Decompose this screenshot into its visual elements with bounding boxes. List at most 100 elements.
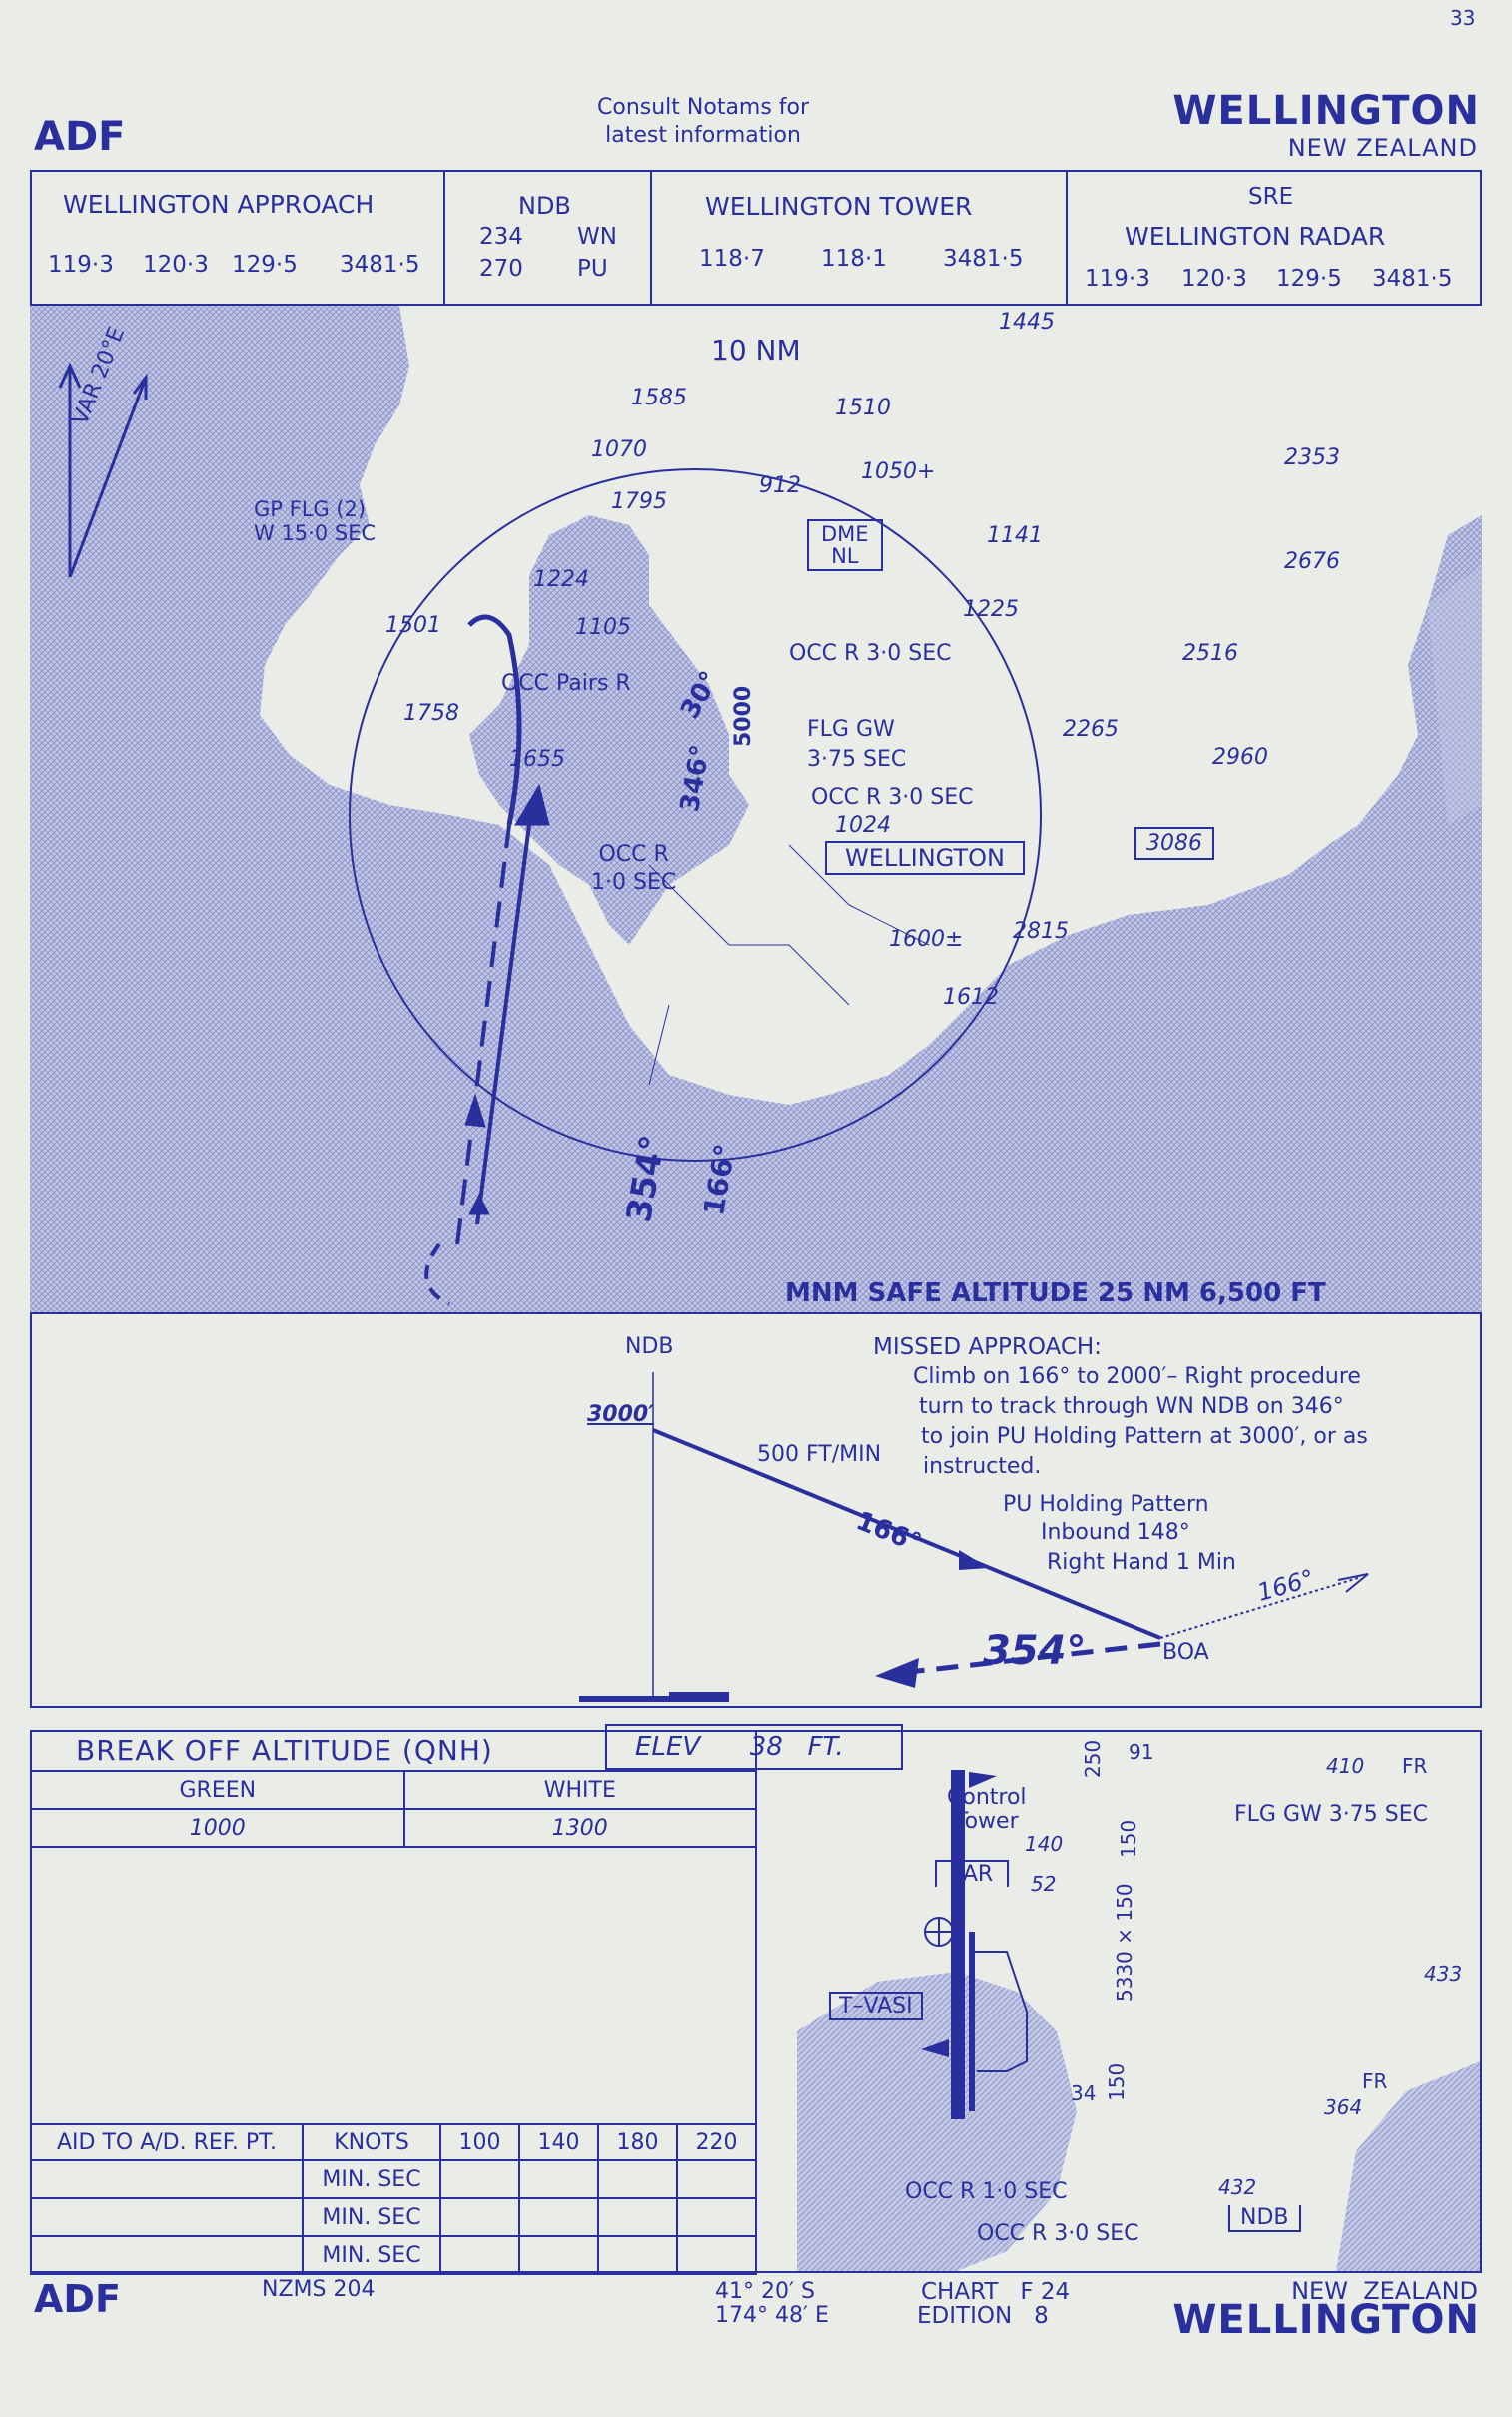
airport-name-top: WELLINGTON [1172,88,1480,134]
page-number: 33 [1450,6,1476,30]
aerodrome-diagram [797,1770,1480,2271]
tower-freq-3: 3481·5 [943,246,1024,272]
profile-ndb-label: NDB [625,1334,674,1359]
fix-boa: BOA [1162,1640,1209,1665]
minima-white-value: 1300 [402,1808,758,1848]
holding-line: Right Hand 1 Min [1047,1550,1236,1575]
flg-gw-light: FLG GW 3·75 SEC [807,717,907,772]
approach-freq-3: 129·5 [232,252,298,278]
radar-freq-4: 3481·5 [1372,266,1453,292]
missed-approach-title: MISSED APPROACH: [873,1334,1102,1360]
timing-row-label: MIN. SEC [302,2197,441,2237]
missed-approach-line: to join PU Holding Pattern at 3000′, or … [921,1424,1368,1449]
ndb-ident-1: WN [577,224,617,250]
spot-height: 2516 [1182,641,1238,666]
fr-height-410: 410 [1326,1754,1365,1778]
taxiway [969,1932,975,2111]
city-roads [648,844,930,1086]
runway [951,1770,965,2119]
timing-cell [597,2235,678,2275]
sea-east [1336,2061,1480,2271]
spot-height: 912 [759,473,801,498]
ndb-title: NDB [518,192,571,220]
longitude: 174° 48′ E [715,2303,829,2328]
approach-freq-2: 120·3 [143,252,209,278]
elevation-box: ELEV 38 FT. [605,1724,903,1770]
freq-divider-3 [1066,170,1068,306]
missed-approach-line: instructed. [923,1454,1042,1479]
spot-height: 1655 [509,747,565,772]
land-north [260,306,1482,1105]
descent-rate: 500 FT/MIN [757,1442,882,1467]
timing-row-label: MIN. SEC [302,2159,441,2199]
notam-notice: Consult Notams for latest information [597,95,810,148]
spot-height: 2676 [1284,549,1340,574]
occ-r3-light-b: OCC R 3·0 SEC [811,785,974,810]
spot-height: 1585 [631,386,687,410]
spot-height-boxed: 3086 [1134,827,1214,860]
ndb-freq-2: 270 [479,256,523,282]
gp-flg-light: GP FLG (2) W 15·0 SEC [254,497,377,545]
latitude: 41° 20′ S [715,2279,815,2304]
map-reference: NZMS 204 [262,2277,376,2302]
timing-table: AID TO A/D. REF. PT. KNOTS 100 140 180 2… [30,2123,757,2275]
spot-height: 1141 [987,523,1043,548]
timing-header-140: 140 [518,2123,599,2161]
tower-title: WELLINGTON TOWER [705,192,973,221]
spot-height: 1224 [533,567,589,592]
timing-empty [30,2235,304,2275]
timing-header-180: 180 [597,2123,678,2161]
par-label: PAR [935,1860,1010,1887]
approach-track [424,614,550,1306]
approach-title: WELLINGTON APPROACH [63,190,375,219]
profile-graphic [579,1372,1369,1702]
tower-freq-1: 118·7 [699,246,765,272]
range-ring-label: 10 NM [711,334,801,367]
procedure-type-bottom: ADF [34,2277,121,2321]
runway-number-150b: 150 [1105,2062,1129,2101]
spot-height: 1510 [835,396,891,420]
break-off-altitude-title: BREAK OFF ALTITUDE (QNH) [76,1734,493,1767]
arc-altitude-label: 5000 [731,685,756,747]
timing-row-label: MIN. SEC [302,2235,441,2275]
height-433: 433 [1424,1962,1463,1986]
spot-height: 1050+ [861,459,936,484]
spot-height: 2960 [1212,745,1268,770]
holding-line: Inbound 148° [1041,1520,1190,1545]
profile-inbound: 354° [983,1628,1087,1674]
timing-cell [676,2235,757,2275]
procedure-type-top: ADF [34,114,126,160]
radar-title: SRE [1248,184,1294,210]
ndb-ident-2: PU [577,256,608,282]
spot-height: 1070 [591,437,647,462]
variation-arrow [58,362,148,578]
tvasi-label: T–VASI [829,1992,923,2020]
height-432: 432 [1218,2175,1257,2199]
timing-cell [439,2159,520,2199]
frequency-panel [30,170,1482,306]
sea-west [797,1972,1077,2271]
dme-box: DME NL [807,519,883,571]
spot-height: 1024 [835,813,891,838]
aerodrome-panel [755,1730,1482,2273]
spot-height: 1758 [403,701,459,726]
freq-divider-2 [650,170,652,306]
missed-approach-line: turn to track through WN NDB on 346° [919,1394,1344,1419]
missed-approach-line: Climb on 166° to 2000′– Right procedure [913,1364,1361,1389]
land-far-east [1428,565,1482,825]
spot-height: 2815 [1013,919,1069,944]
timing-header-220: 220 [676,2123,757,2161]
fr-label-1: FR [1402,1754,1428,1778]
runway-number-91: 91 [1129,1740,1154,1764]
timing-header-100: 100 [439,2123,520,2161]
timing-cell [439,2197,520,2237]
spot-height: 2353 [1284,445,1340,470]
plan-view [30,306,1482,1314]
timing-empty [30,2197,304,2237]
minima-header-green: GREEN [30,1770,405,1810]
minima-table: GREEN WHITE 1000 1300 [30,1770,758,1848]
timing-empty [30,2159,304,2199]
spot-height: 1445 [999,310,1055,335]
spot-height: 1612 [943,985,999,1010]
runway-dimensions: 5330 × 150 [1113,1883,1136,2002]
